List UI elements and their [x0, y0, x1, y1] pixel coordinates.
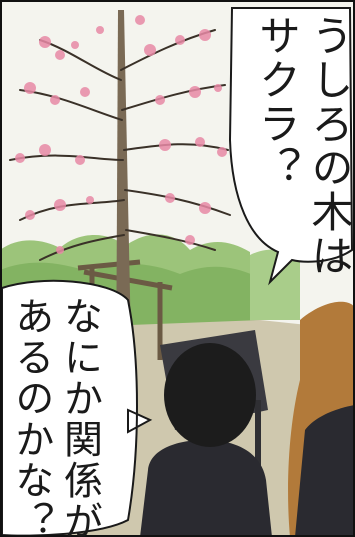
- boy-character: [140, 343, 272, 537]
- speech-bubble-left: [1, 279, 153, 537]
- speech-left-text: なにか関係が あるのかな？: [6, 296, 104, 537]
- speech-right-line-2: サクラ？: [252, 14, 302, 190]
- cherry-blossoms: [15, 15, 227, 254]
- girl-character: [288, 301, 355, 537]
- speech-right-text: うしろの木は サクラ？: [250, 14, 355, 278]
- speech-left-line-1: なにか関係が: [57, 296, 103, 537]
- speech-left-line-2: あるのかな？: [8, 296, 54, 537]
- cherry-tree-branches: [9, 29, 231, 261]
- speech-right-line-1: うしろの木は: [305, 14, 354, 278]
- speech-bubble-right: [228, 7, 354, 286]
